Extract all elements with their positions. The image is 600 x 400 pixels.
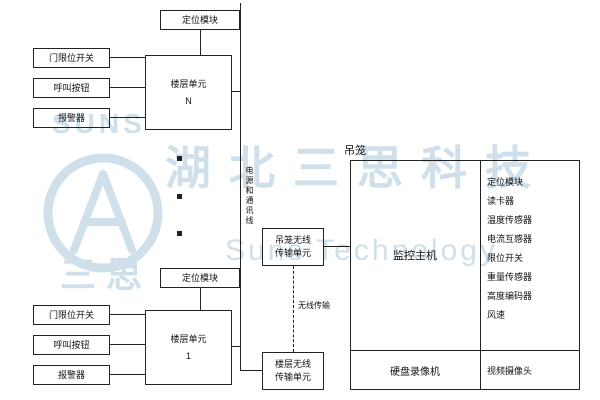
cage-wireless-unit-line2: 传输单元 [274, 248, 311, 258]
device-item: 限位开关 [487, 253, 524, 263]
wireless-label: 无线传输 [298, 301, 330, 310]
alarm-box-top: 报警器 [33, 108, 110, 128]
device-item: 定位模块 [487, 177, 524, 187]
device-item: 风速 [487, 310, 506, 320]
connector-line [110, 374, 145, 375]
device-item: 重量传感器 [487, 272, 533, 282]
connector-line [110, 314, 145, 315]
alarm-label: 报警器 [57, 369, 85, 380]
cage-box [350, 160, 580, 390]
call-button-label: 呼叫按钮 [53, 82, 90, 93]
call-button-box-bottom: 呼叫按钮 [33, 335, 110, 355]
connector-line [200, 30, 201, 55]
bus-line-label: 电源和通讯线 [245, 166, 254, 226]
floor-wireless-unit-box: 楼层无线 传输单元 [262, 352, 324, 390]
door-limit-switch-box-bottom: 门限位开关 [33, 305, 110, 325]
cage-device-list: 定位模块 读卡器 温度传感器 电流互感器 限位开关 重量传感器 高度编码器 风速 [487, 173, 577, 325]
floor-unit-box-top: 楼层单元 N [145, 55, 232, 130]
call-button-label: 呼叫按钮 [53, 339, 90, 350]
cage-title: 吊笼 [344, 145, 366, 157]
device-item: 温度传感器 [487, 215, 533, 225]
dvr-label: 硬盘录像机 [390, 366, 440, 378]
floor-unit-box-bottom: 楼层单元 1 [145, 310, 232, 385]
connector-line [110, 344, 145, 345]
floor-wireless-unit-line2: 传输单元 [274, 372, 311, 382]
bus-line [240, 3, 241, 370]
floor-unit-index: N [185, 95, 192, 106]
connector-line [324, 246, 350, 247]
connector-line [110, 117, 145, 118]
connector-line [110, 57, 145, 58]
connector-line [110, 87, 145, 88]
floor-wireless-unit-line1: 楼层无线 [274, 359, 311, 370]
dvr-cell: 硬盘录像机 [350, 350, 480, 390]
camera-label: 视频摄像头 [487, 365, 533, 376]
door-limit-switch-label: 门限位开关 [48, 309, 94, 320]
device-item: 读卡器 [487, 196, 515, 206]
positioning-module-label: 定位模块 [181, 272, 218, 283]
floor-unit-name: 楼层单元 [170, 78, 207, 89]
connector-line [232, 346, 240, 347]
monitor-host-cell: 监控主机 [350, 160, 480, 350]
positioning-module-box-top: 定位模块 [160, 10, 240, 30]
positioning-module-box-bottom: 定位模块 [160, 268, 240, 288]
monitor-host-label: 监控主机 [393, 250, 437, 262]
ellipsis-dot [177, 194, 182, 199]
ellipsis-dot [177, 231, 182, 236]
connector-line [200, 288, 201, 310]
device-item: 高度编码器 [487, 291, 533, 301]
ellipsis-dot [177, 156, 182, 161]
connector-line [240, 370, 262, 371]
door-limit-switch-label: 门限位开关 [48, 52, 94, 63]
camera-cell: 视频摄像头 [487, 350, 577, 390]
wireless-dashed-line [293, 266, 294, 352]
cage-divider-vertical [480, 160, 481, 390]
alarm-box-bottom: 报警器 [33, 365, 110, 385]
connector-line [232, 91, 240, 92]
positioning-module-label: 定位模块 [181, 14, 218, 25]
cage-divider-horizontal [350, 350, 580, 351]
device-item: 电流互感器 [487, 234, 533, 244]
floor-unit-index: 1 [185, 350, 191, 361]
cage-wireless-unit-line1: 吊笼无线 [274, 235, 311, 246]
door-limit-switch-box-top: 门限位开关 [33, 48, 110, 68]
cage-wireless-unit-box: 吊笼无线 传输单元 [262, 228, 324, 266]
call-button-box-top: 呼叫按钮 [33, 78, 110, 98]
alarm-label: 报警器 [57, 112, 85, 123]
floor-unit-name: 楼层单元 [170, 333, 207, 344]
